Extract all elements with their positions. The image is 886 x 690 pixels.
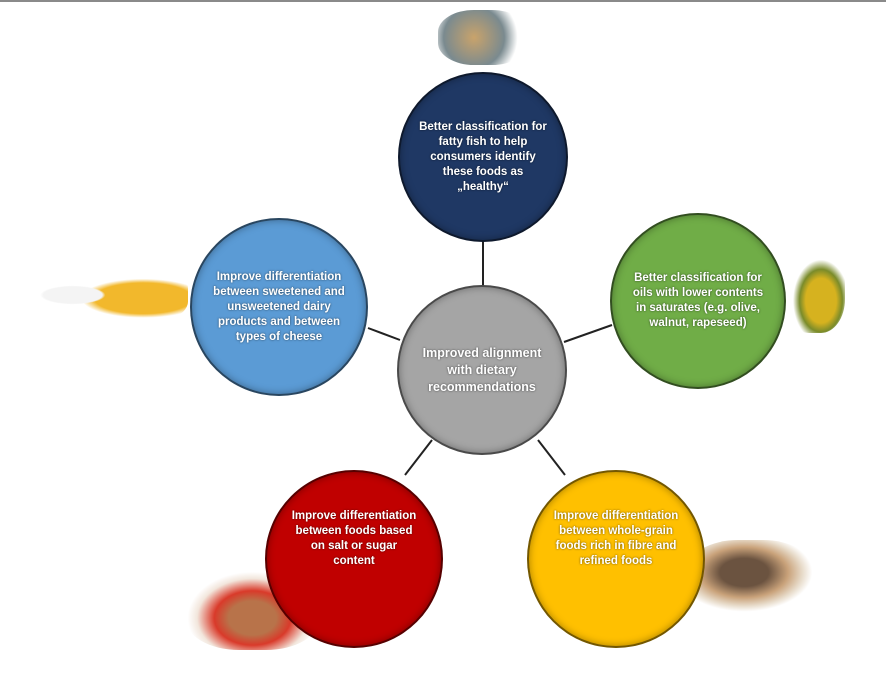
- node-whole-grain-text: Improve differentiation between whole-gr…: [553, 510, 679, 567]
- node-whole-grain: Improve differentiation between whole-gr…: [527, 470, 705, 648]
- center-circle: Improved alignment with dietary recommen…: [397, 285, 567, 455]
- olive-oil-icon: [785, 248, 845, 333]
- top-border: [0, 0, 886, 2]
- node-fish-text: Better classification for fatty fish to …: [419, 120, 547, 193]
- node-salt-sugar-text: Improve differentiation between foods ba…: [291, 510, 417, 567]
- bread-icon: [688, 540, 813, 612]
- node-oils-text: Better classification for oils with lowe…: [632, 272, 764, 329]
- connector-dairy: [367, 327, 401, 341]
- node-salt-sugar: Improve differentiation between foods ba…: [265, 470, 443, 648]
- center-text: Improved alignment with dietary recommen…: [422, 345, 542, 394]
- connector-oils: [563, 324, 613, 343]
- node-oils: Better classification for oils with lowe…: [610, 213, 786, 389]
- connector-salt-sugar: [404, 439, 433, 476]
- node-dairy: Improve differentiation between sweetene…: [190, 218, 368, 396]
- connector-whole-grain: [537, 439, 566, 476]
- node-fish: Better classification for fatty fish to …: [398, 72, 568, 242]
- fish-icon: [438, 10, 528, 65]
- node-dairy-text: Improve differentiation between sweetene…: [213, 270, 345, 343]
- dairy-cheese-icon: [28, 262, 188, 328]
